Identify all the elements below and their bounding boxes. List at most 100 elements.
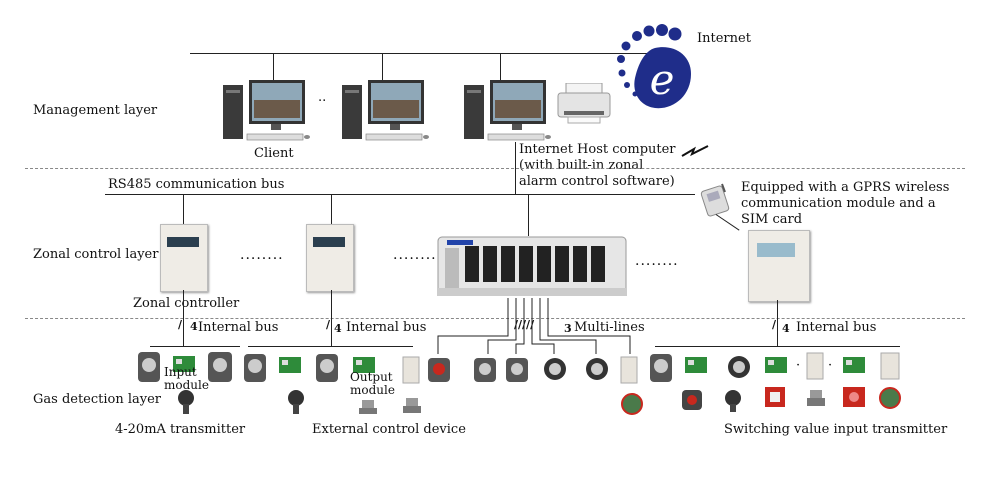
solenoid-valve-3 bbox=[807, 390, 825, 406]
output-module-label-1: Output bbox=[350, 370, 393, 384]
transmitter-420-label: 4-20mA transmitter bbox=[115, 422, 246, 437]
client1-drop bbox=[273, 53, 274, 81]
controllers-ellipsis-1: ........ bbox=[240, 247, 284, 263]
rs485-drop-2 bbox=[331, 194, 332, 224]
internet-bus-line bbox=[190, 53, 650, 54]
host-computer bbox=[464, 80, 551, 141]
rs485-label: RS485 communication bus bbox=[108, 177, 285, 192]
gprs-label-line1: Equipped with a GPRS wireless bbox=[741, 180, 950, 195]
bus-count-3: 4 bbox=[782, 322, 790, 335]
internal-bus-label-2: Internal bus bbox=[346, 320, 427, 335]
zonal-layer-label: Zonal control layer bbox=[33, 247, 159, 262]
switch-ellipsis-1: · bbox=[796, 358, 801, 373]
multi-line-fan bbox=[437, 298, 631, 354]
solenoid-valve-1 bbox=[359, 400, 377, 414]
gas-detector-15 bbox=[725, 390, 741, 412]
zonal-controller-1 bbox=[160, 224, 208, 292]
alarm-panel-small-2 bbox=[620, 356, 638, 384]
alarm-panel-small-4 bbox=[880, 352, 900, 380]
gas-detector-7 bbox=[428, 358, 450, 382]
bus-slash-1: / bbox=[178, 318, 183, 331]
gas-detector-2 bbox=[208, 352, 232, 382]
gas-detector-6 bbox=[288, 390, 304, 414]
client2-drop bbox=[382, 53, 383, 81]
controller2-bus bbox=[331, 290, 332, 346]
gas-detector-9 bbox=[506, 358, 528, 382]
rs485-drop-3 bbox=[528, 194, 529, 236]
rs485-drop-1 bbox=[183, 194, 184, 224]
bus-slash-2: / bbox=[326, 318, 331, 331]
gas-detector-3 bbox=[178, 390, 194, 414]
management-layer-label: Management layer bbox=[33, 103, 158, 118]
layer-separator-1 bbox=[25, 168, 965, 169]
exhaust-fan-icon-2 bbox=[879, 387, 901, 409]
client-pc-2 bbox=[342, 80, 429, 141]
zonal-controller-gprs bbox=[748, 230, 810, 302]
output-module-board bbox=[353, 357, 375, 373]
host-label-line3: alarm control software) bbox=[519, 174, 675, 189]
bus-slash-3: / bbox=[772, 318, 777, 331]
svg-text:e: e bbox=[650, 55, 675, 104]
internet-logo-icon: e bbox=[617, 24, 691, 109]
alarm-panel-small bbox=[402, 356, 420, 384]
zonal-controller-2 bbox=[306, 224, 354, 292]
external-control-label: External control device bbox=[312, 422, 466, 437]
gas-detector-13 bbox=[728, 356, 750, 378]
alarm-sounder bbox=[843, 387, 865, 407]
gas-detector-11 bbox=[586, 358, 608, 380]
gas-detector-14 bbox=[682, 390, 702, 410]
gas-detector-5 bbox=[316, 354, 338, 382]
switching-value-label: Switching value input transmitter bbox=[724, 422, 948, 437]
gas-detector-10 bbox=[544, 358, 566, 380]
host-drop bbox=[500, 53, 501, 81]
input-module-board bbox=[173, 356, 195, 372]
gprs-label-line3: SIM card bbox=[741, 212, 803, 227]
switch-board-2 bbox=[765, 357, 787, 373]
host-label-line1: Internet Host computer bbox=[519, 142, 676, 157]
controllers-ellipsis-2: ........ bbox=[393, 247, 437, 263]
bus-row-1 bbox=[150, 346, 240, 347]
multi-channel-rack-controller bbox=[437, 236, 627, 296]
switch-board-3 bbox=[843, 357, 865, 373]
internet-label: Internet bbox=[697, 31, 751, 46]
pcs-ellipsis: .. bbox=[318, 90, 327, 105]
gas-detector-12 bbox=[650, 354, 672, 382]
controllers-ellipsis-3: ........ bbox=[635, 253, 679, 269]
client-pc-1 bbox=[223, 80, 310, 141]
wireless-signal-icon bbox=[681, 145, 709, 157]
gas-detector-1 bbox=[138, 352, 160, 382]
switch-ellipsis-2: · bbox=[828, 358, 833, 373]
gprs-label-line2: communication module and a bbox=[741, 196, 936, 211]
host-label-line2: (with built-in zonal bbox=[519, 158, 644, 173]
multi-line-count: 3 bbox=[564, 322, 572, 335]
exhaust-fan-icon bbox=[621, 393, 643, 415]
solenoid-valve-2 bbox=[403, 398, 421, 413]
multi-lines-label: Multi-lines bbox=[574, 320, 645, 335]
controller-gprs-bus bbox=[777, 300, 778, 346]
internal-bus-label-3: Internal bus bbox=[796, 320, 877, 335]
output-module-label-2: module bbox=[350, 383, 395, 397]
alarm-panel-small-3 bbox=[806, 352, 824, 380]
gas-detection-layer-label: Gas detection layer bbox=[33, 392, 162, 407]
relay-board bbox=[279, 357, 301, 373]
bus-row-4 bbox=[655, 346, 900, 347]
controller1-bus bbox=[183, 290, 184, 346]
manual-call-point bbox=[765, 387, 785, 407]
rs485-bus-line bbox=[105, 194, 695, 195]
gas-detector-4 bbox=[244, 354, 266, 382]
host-to-rs485 bbox=[515, 142, 516, 194]
internal-bus-label-1: Internal bus bbox=[198, 320, 279, 335]
printer-icon bbox=[557, 83, 611, 124]
input-module-label-2: module bbox=[164, 378, 209, 392]
zonal-controller-label: Zonal controller bbox=[133, 296, 240, 311]
client-label: Client bbox=[254, 146, 294, 161]
bus-count-2: 4 bbox=[334, 322, 342, 335]
switch-board-1 bbox=[685, 357, 707, 373]
bus-row-2 bbox=[248, 346, 413, 347]
gprs-module-icon bbox=[700, 183, 730, 217]
gas-detector-8 bbox=[474, 358, 496, 382]
bus-count-1: 4 bbox=[190, 320, 198, 333]
input-module-label-1: Input bbox=[164, 365, 197, 379]
layer-separator-2 bbox=[25, 318, 965, 319]
